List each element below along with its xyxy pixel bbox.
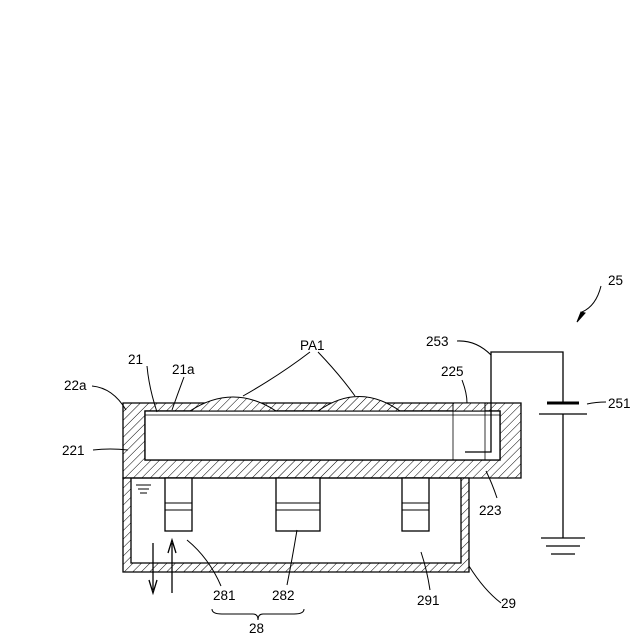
label-25: 25 (608, 273, 623, 288)
label-225: 225 (441, 364, 464, 379)
label-29: 29 (501, 596, 516, 611)
label-28: 28 (249, 621, 264, 636)
vibrators-28 (165, 478, 429, 531)
label-22a: 22a (64, 378, 87, 393)
label-21a: 21a (172, 362, 195, 377)
label-282: 282 (272, 588, 295, 603)
label-253: 253 (426, 334, 449, 349)
label-21: 21 (128, 352, 143, 367)
label-281: 281 (213, 588, 236, 603)
substrate-21 (145, 411, 500, 460)
label-251: 251 (608, 396, 631, 411)
label-PA1: PA1 (300, 338, 325, 353)
label-221: 221 (62, 443, 85, 458)
label-223: 223 (479, 503, 502, 518)
label-291: 291 (417, 593, 440, 608)
